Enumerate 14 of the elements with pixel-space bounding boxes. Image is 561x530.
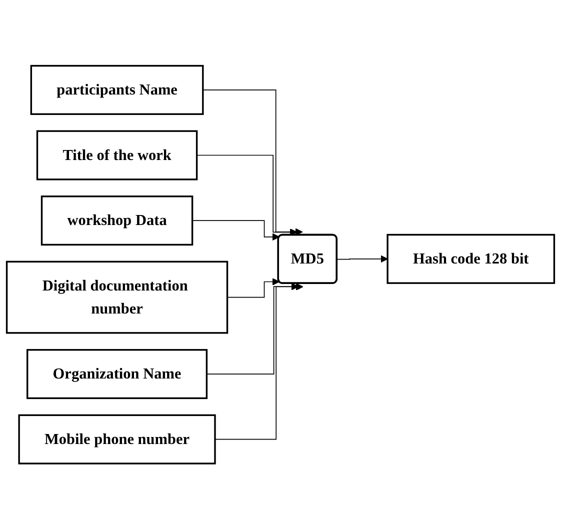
arrow xyxy=(192,220,280,241)
node-box: participants Name xyxy=(30,65,204,116)
node-box: Organization Name xyxy=(26,349,208,400)
node-box: Title of the work xyxy=(36,130,198,181)
node-box: Hash code 128 bit xyxy=(386,234,556,284)
arrow xyxy=(336,256,388,263)
arrow xyxy=(196,155,298,236)
node-box: workshop Data xyxy=(40,196,194,246)
node-box: Mobile phone number xyxy=(18,414,216,465)
arrow xyxy=(214,283,304,440)
arrow xyxy=(206,283,299,375)
arrow xyxy=(202,90,303,236)
arrow xyxy=(226,278,280,298)
node-box: Digital documentation number xyxy=(6,261,228,334)
